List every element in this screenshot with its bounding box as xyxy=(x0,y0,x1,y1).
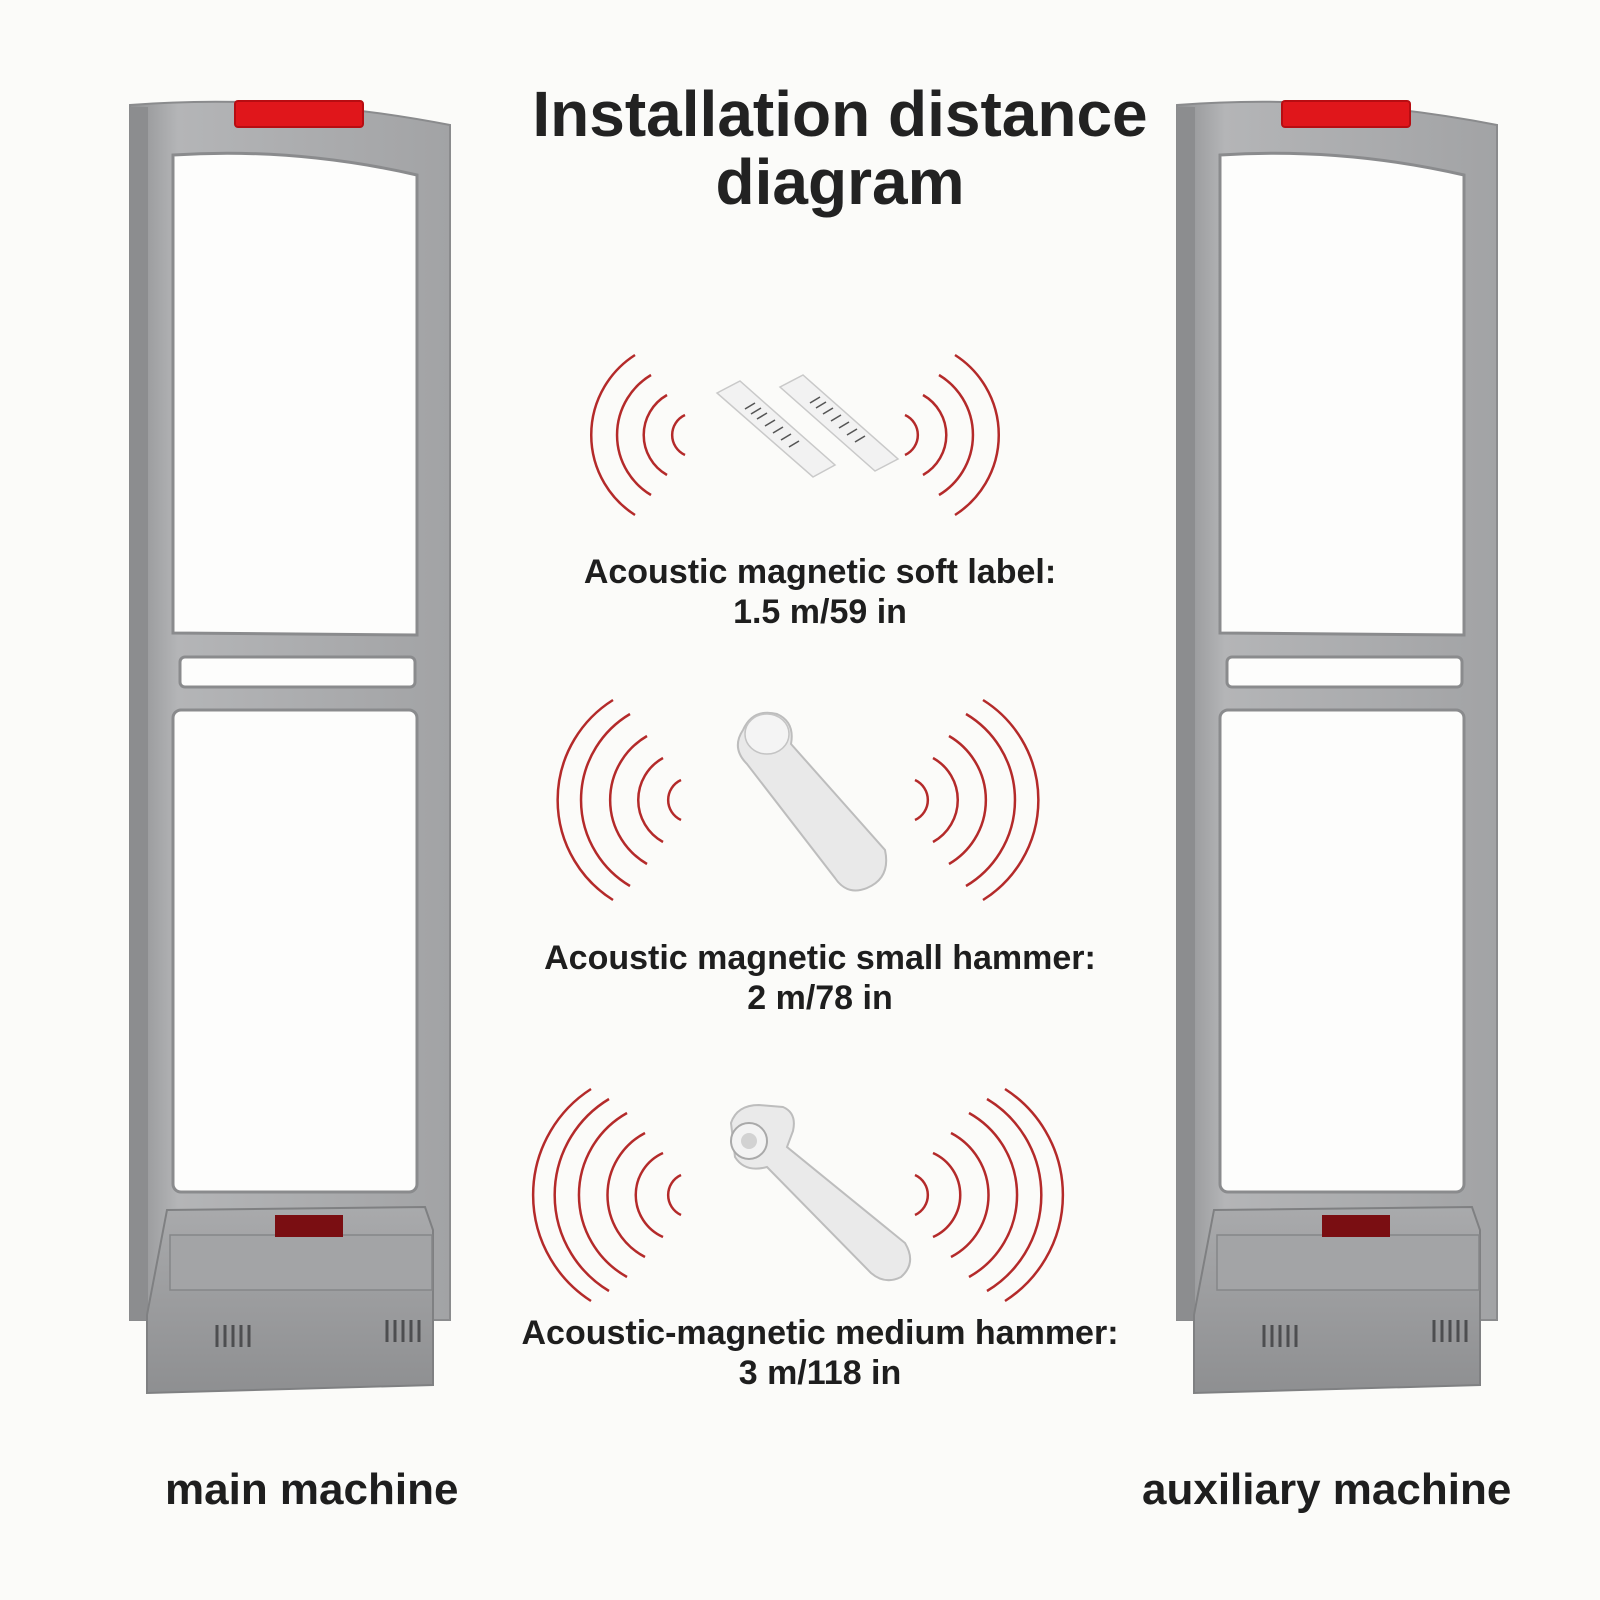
medium-hammer-name: Acoustic-magnetic medium hammer: xyxy=(521,1314,1119,1352)
soft-label-distance: 1.5 m/59 in xyxy=(733,593,907,631)
small-hammer-distance: 2 m/78 in xyxy=(747,979,893,1017)
soft-label-name: Acoustic magnetic soft label: xyxy=(583,553,1057,591)
wave-left-icon xyxy=(589,353,686,517)
indicator-light-icon xyxy=(275,1215,343,1237)
alarm-light-icon xyxy=(1281,100,1411,128)
medium-hammer-tag-icon xyxy=(729,1103,912,1282)
auxiliary-machine-gate xyxy=(1176,100,1498,1395)
wave-right-icon xyxy=(914,698,1040,902)
medium-hammer-distance: 3 m/118 in xyxy=(738,1354,902,1392)
wave-left-icon xyxy=(531,1087,682,1303)
medium-hammer-signal-group xyxy=(531,1087,1065,1303)
wave-right-icon xyxy=(914,1087,1065,1303)
wave-left-icon xyxy=(556,698,682,902)
page-title: Installation distance diagram xyxy=(440,80,1240,216)
alarm-light-icon xyxy=(234,100,364,128)
main-machine-gate xyxy=(129,100,451,1395)
auxiliary-machine-label: auxiliary machine xyxy=(1142,1465,1512,1514)
small-hammer-signal-group xyxy=(556,698,1040,902)
main-machine-label: main machine xyxy=(165,1465,459,1514)
small-hammer-caption: Acoustic magnetic small hammer: 2 m/78 i… xyxy=(460,938,1180,1018)
small-hammer-name: Acoustic magnetic small hammer: xyxy=(544,939,1096,977)
soft-label-tag-icon xyxy=(715,374,900,478)
title-line-2: diagram xyxy=(715,146,965,218)
soft-label-caption: Acoustic magnetic soft label: 1.5 m/59 i… xyxy=(460,552,1180,632)
indicator-light-icon xyxy=(1322,1215,1390,1237)
soft-label-signal-group xyxy=(589,353,1001,517)
title-line-1: Installation distance xyxy=(532,78,1148,150)
wave-right-icon xyxy=(904,353,1001,517)
small-hammer-tag-icon xyxy=(736,711,888,892)
medium-hammer-caption: Acoustic-magnetic medium hammer: 3 m/118… xyxy=(460,1313,1180,1393)
